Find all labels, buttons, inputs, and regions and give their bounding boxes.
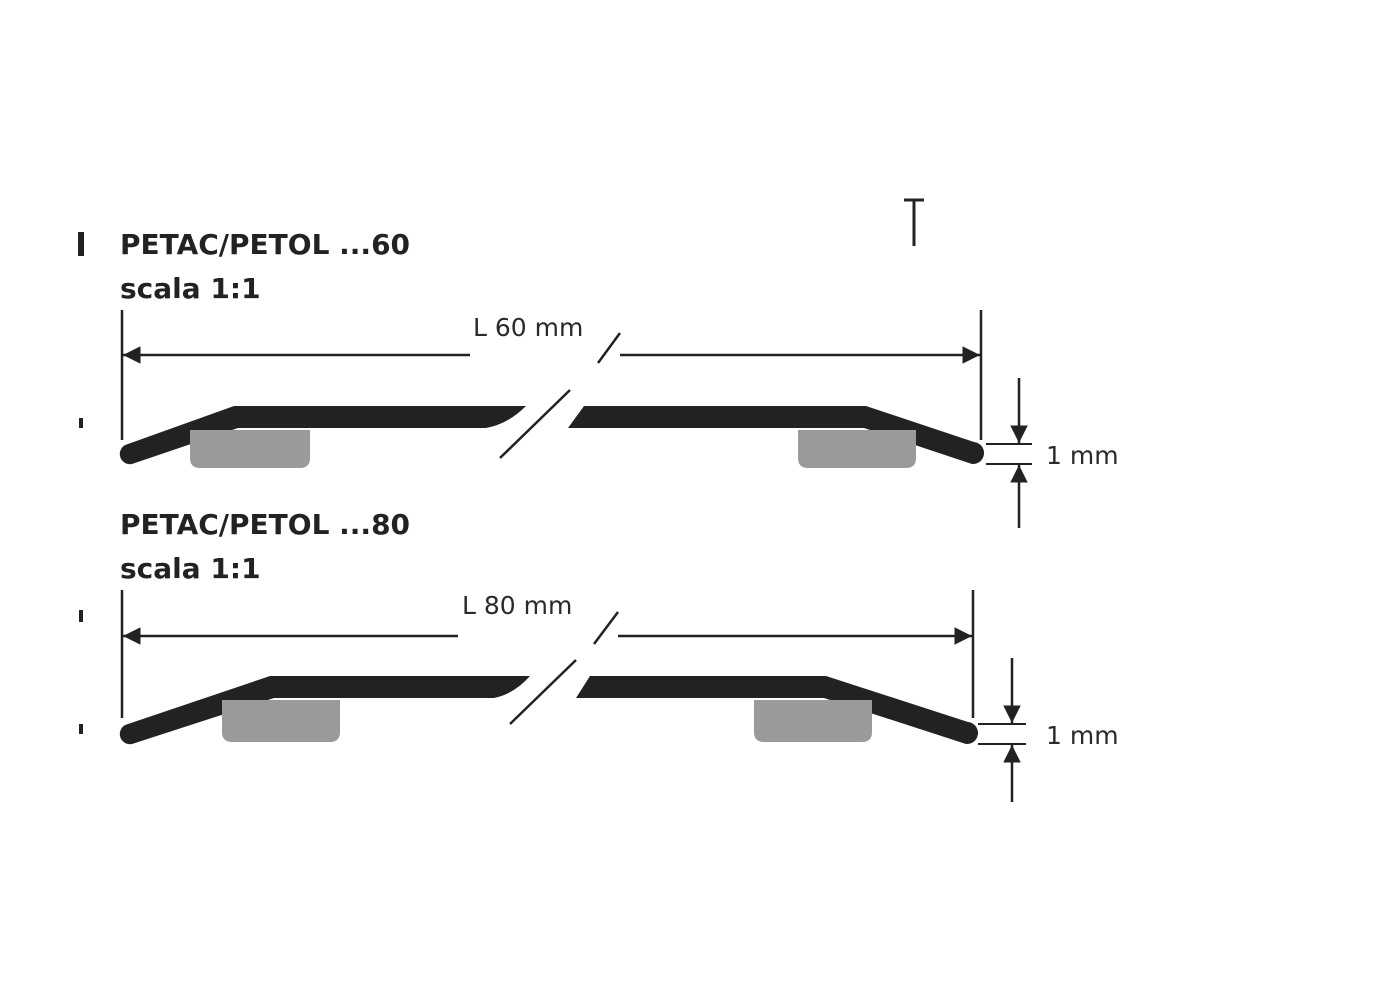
profile-80-scale: scala 1:1 <box>120 552 261 585</box>
profile-80-label-mask <box>458 585 618 645</box>
profile-80-break-line <box>509 659 577 725</box>
profile-60-title: PETAC/PETOL ...60 <box>120 228 410 261</box>
profile-80-body-right <box>576 676 979 745</box>
profile-80-title: PETAC/PETOL ...80 <box>120 508 410 541</box>
profile-60-scale: scala 1:1 <box>120 272 261 305</box>
profile-80-thickness-label: 1 mm <box>1046 721 1119 750</box>
profile-60-pad-right <box>798 430 916 468</box>
profile-60-break-tick <box>596 332 622 364</box>
profile-60-thickness-label: 1 mm <box>1046 441 1119 470</box>
profile-60-body-right <box>568 406 985 465</box>
profile-60-label-mask <box>470 305 620 365</box>
left-edge-marks <box>78 232 84 734</box>
profile-80-group: PETAC/PETOL ...80 scala 1:1 L 80 mm 1 mm <box>119 508 1119 802</box>
profile-80-pad-left <box>222 700 340 742</box>
profile-60-break-line <box>499 389 571 459</box>
profile-60-length-label: L 60 mm <box>473 313 583 342</box>
clipped-marker <box>904 198 924 246</box>
profile-60-pad-left <box>190 430 310 468</box>
profile-80-pad-right <box>754 700 872 742</box>
profile-80-break-tick <box>593 611 619 645</box>
profile-80-body-left <box>119 676 530 745</box>
profile-80-length-label: L 80 mm <box>462 591 572 620</box>
profile-60-group: PETAC/PETOL ...60 scala 1:1 L 60 mm 1 mm <box>119 228 1119 528</box>
profile-60-body-left <box>119 406 526 465</box>
